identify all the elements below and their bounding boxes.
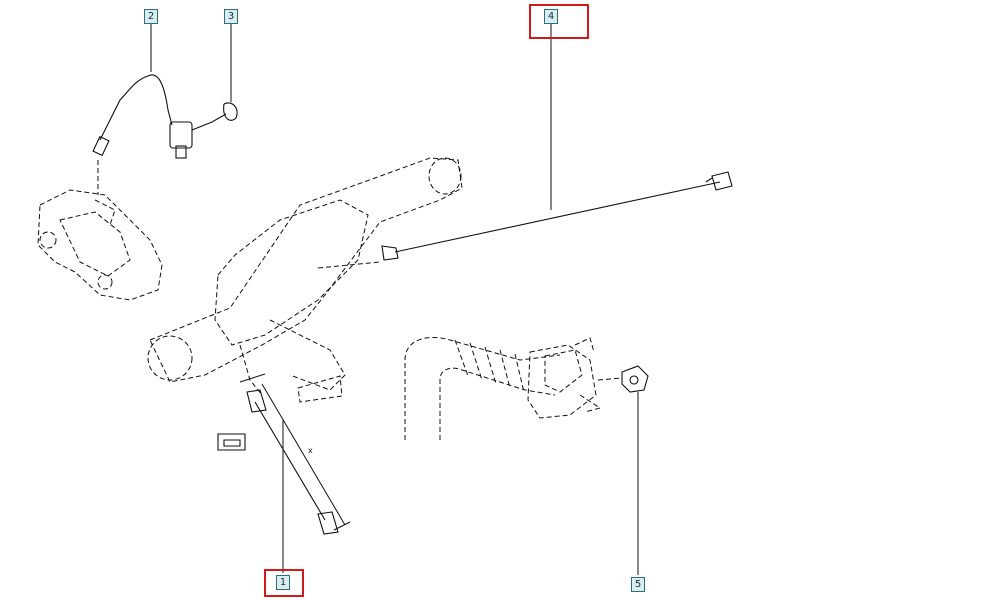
- catalytic-converter-body: [147, 157, 463, 403]
- highlight-box-4: [529, 4, 589, 39]
- sensor-5-part: [621, 365, 649, 393]
- sensor-4-part: [381, 171, 733, 261]
- callout-3[interactable]: 3: [224, 9, 238, 24]
- dimension-label: x: [308, 446, 313, 455]
- highlight-box-1: [264, 569, 304, 597]
- callout-5[interactable]: 5: [631, 577, 645, 592]
- callout-2[interactable]: 2: [144, 9, 158, 24]
- sensor-1-part: [217, 373, 351, 535]
- callout-4[interactable]: 4: [544, 9, 558, 24]
- callout-1[interactable]: 1: [276, 575, 290, 590]
- exhaust-manifold: [37, 160, 163, 301]
- sensor-2-part: [92, 74, 238, 159]
- intake-egr-assembly: [404, 337, 623, 440]
- leader-lines: [150, 24, 639, 575]
